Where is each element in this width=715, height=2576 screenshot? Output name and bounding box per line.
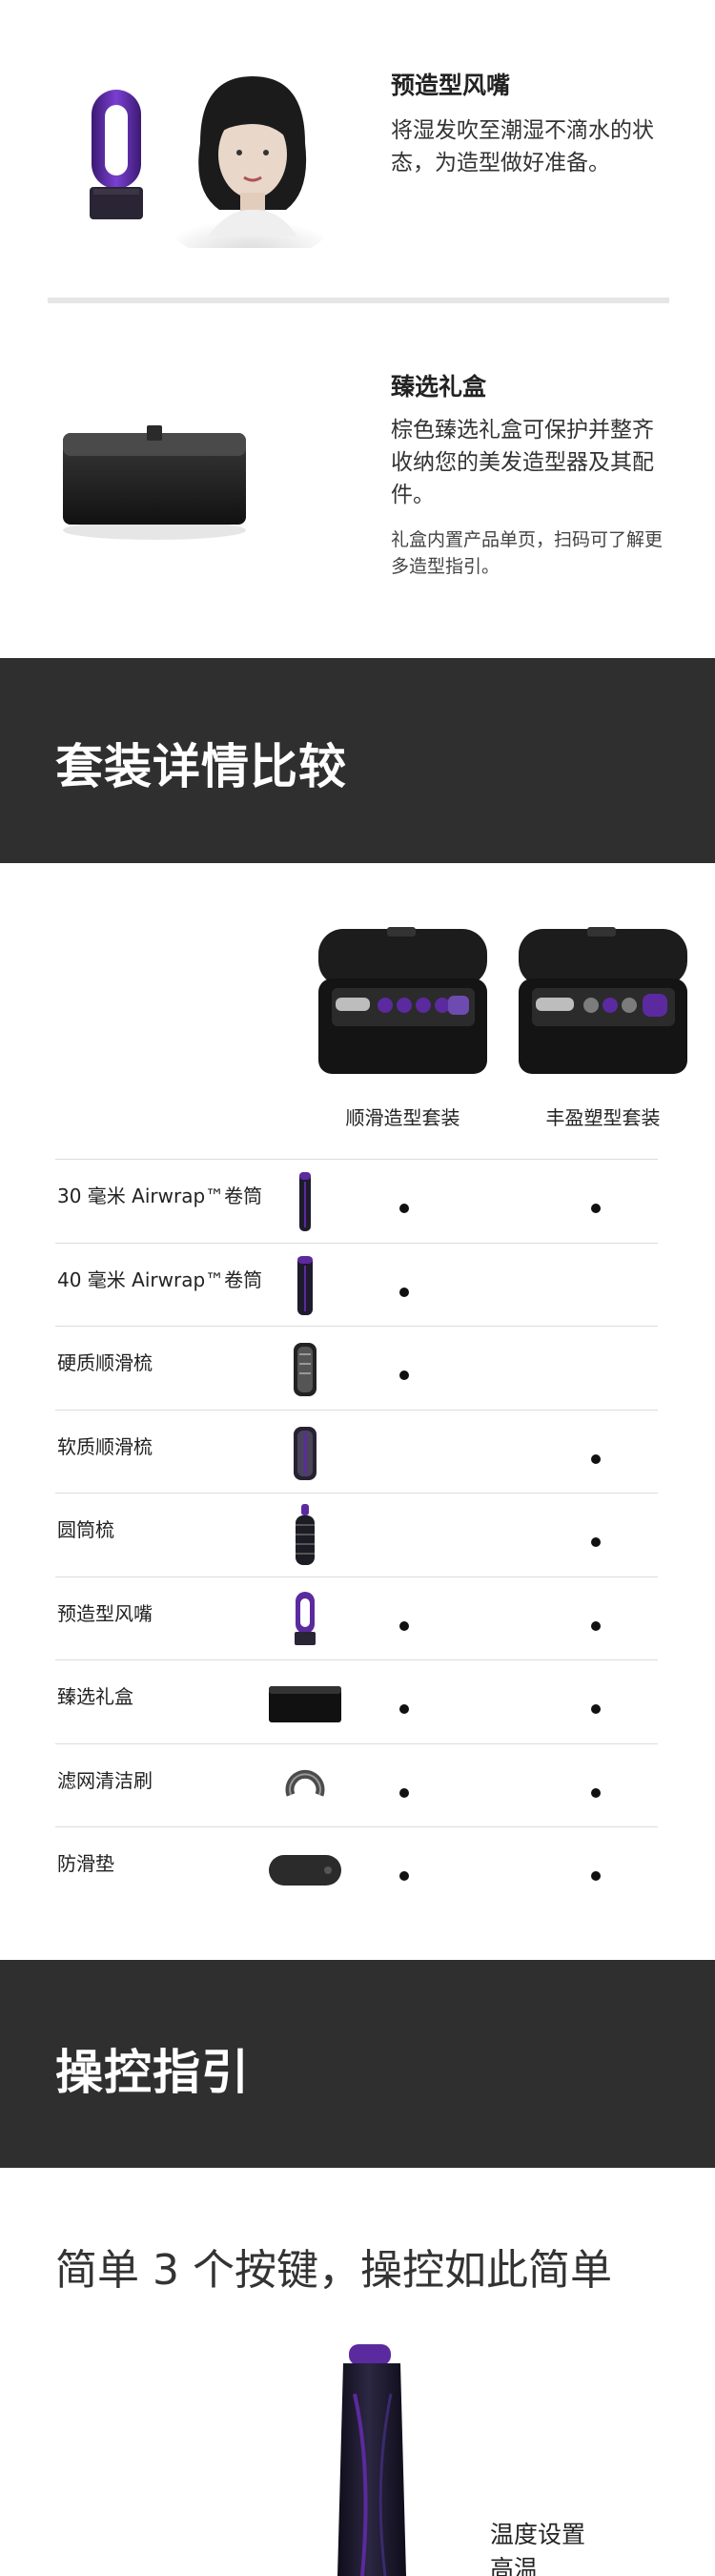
included-dot-volume-kit [591, 1620, 601, 1631]
included-dot-volume-kit [591, 1204, 601, 1213]
pre-styling-dryer-product-image [90, 90, 143, 219]
row-label: 30 毫米 Airwrap™卷筒 [57, 1185, 263, 1207]
pre-styling-dryer-description: 将湿发吹至潮湿不滴水的状态，为造型做好准备。 [391, 118, 654, 175]
included-dot-smooth-kit [399, 1871, 409, 1881]
section-divider [48, 298, 669, 303]
compare-heading-band: 套装详情比较 [0, 658, 715, 863]
table-row-divider [55, 1242, 658, 1244]
row-label: 圆筒梳 [57, 1518, 114, 1541]
included-dot-smooth-kit [399, 1787, 409, 1798]
temperature-setting-label: 温度设置 [490, 2521, 586, 2548]
storage-case-icon [265, 1668, 345, 1737]
barrel-40mm-icon [265, 1251, 345, 1320]
table-row: 滤网清洁刷 [55, 1744, 658, 1827]
table-row: 防滑垫 [55, 1827, 658, 1910]
pre-styling-dryer-title: 预造型风嘴 [391, 72, 511, 99]
included-dot-volume-kit [591, 1704, 601, 1714]
table-row: 软质顺滑梳 [55, 1411, 658, 1494]
non-slip-mat-icon [265, 1835, 345, 1904]
table-row-divider [55, 1742, 658, 1744]
row-label: 40 毫米 Airwrap™卷筒 [57, 1267, 263, 1291]
compare-heading: 套装详情比较 [55, 739, 347, 794]
temperature-setting-value: 高温 [490, 2555, 539, 2576]
volume-shape-kit-image [519, 927, 687, 1074]
included-dot-smooth-kit [399, 1204, 409, 1213]
storage-case-description: 棕色臻选礼盒可保护并整齐收纳您的美发造型器及其配件。 [391, 418, 654, 507]
included-dot-volume-kit [591, 1453, 601, 1464]
table-row: 硬质顺滑梳 [55, 1327, 658, 1410]
firm-smoothing-brush-icon [265, 1334, 345, 1403]
table-row-divider [55, 1493, 658, 1494]
storage-case-product-image [63, 425, 246, 540]
column-head-volume-kit: 丰盈塑型套装 [545, 1106, 661, 1129]
storage-case-note: 礼盒内置产品单页，扫码可了解更多造型指引。 [391, 529, 664, 577]
airwrap-styler-image [337, 2344, 406, 2576]
row-label: 预造型风嘴 [57, 1601, 153, 1625]
table-row: 40 毫米 Airwrap™卷筒 [55, 1244, 658, 1327]
row-label: 滤网清洁刷 [57, 1768, 153, 1792]
row-label: 臻选礼盒 [57, 1685, 133, 1708]
included-dot-smooth-kit [399, 1287, 409, 1297]
table-row-divider [55, 1659, 658, 1660]
table-row-divider [55, 1409, 658, 1411]
filter-cleaning-brush-icon [265, 1752, 345, 1821]
storage-case-title: 臻选礼盒 [391, 373, 487, 401]
table-row-divider [55, 1326, 658, 1327]
table-row: 圆筒梳 [55, 1494, 658, 1577]
guide-heading-band: 操控指引 [0, 1960, 715, 2168]
table-row: 预造型风嘴 [55, 1577, 658, 1660]
included-dot-smooth-kit [399, 1704, 409, 1714]
model-portrait-image [174, 76, 326, 248]
included-dot-volume-kit [591, 1871, 601, 1881]
row-label: 防滑垫 [57, 1852, 114, 1875]
table-row: 30 毫米 Airwrap™卷筒 [55, 1160, 658, 1243]
column-head-smooth-kit: 顺滑造型套装 [345, 1106, 460, 1129]
guide-subheading: 简单 3 个按键，操控如此简单 [55, 2246, 612, 2295]
table-row: 臻选礼盒 [55, 1660, 658, 1743]
included-dot-smooth-kit [399, 1370, 409, 1380]
row-label: 软质顺滑梳 [57, 1434, 153, 1458]
included-dot-smooth-kit [399, 1620, 409, 1631]
smooth-control-kit-image [318, 927, 487, 1074]
included-dot-volume-kit [591, 1537, 601, 1547]
soft-smoothing-brush-icon [265, 1418, 345, 1487]
table-row-divider [55, 1159, 658, 1160]
included-dot-volume-kit [591, 1787, 601, 1798]
pre-styling-dryer-icon [265, 1585, 345, 1654]
guide-heading: 操控指引 [55, 2045, 250, 2100]
table-row-divider [55, 1826, 658, 1827]
round-volumising-brush-icon [265, 1501, 345, 1570]
barrel-30mm-icon [265, 1167, 345, 1236]
row-label: 硬质顺滑梳 [57, 1351, 153, 1374]
